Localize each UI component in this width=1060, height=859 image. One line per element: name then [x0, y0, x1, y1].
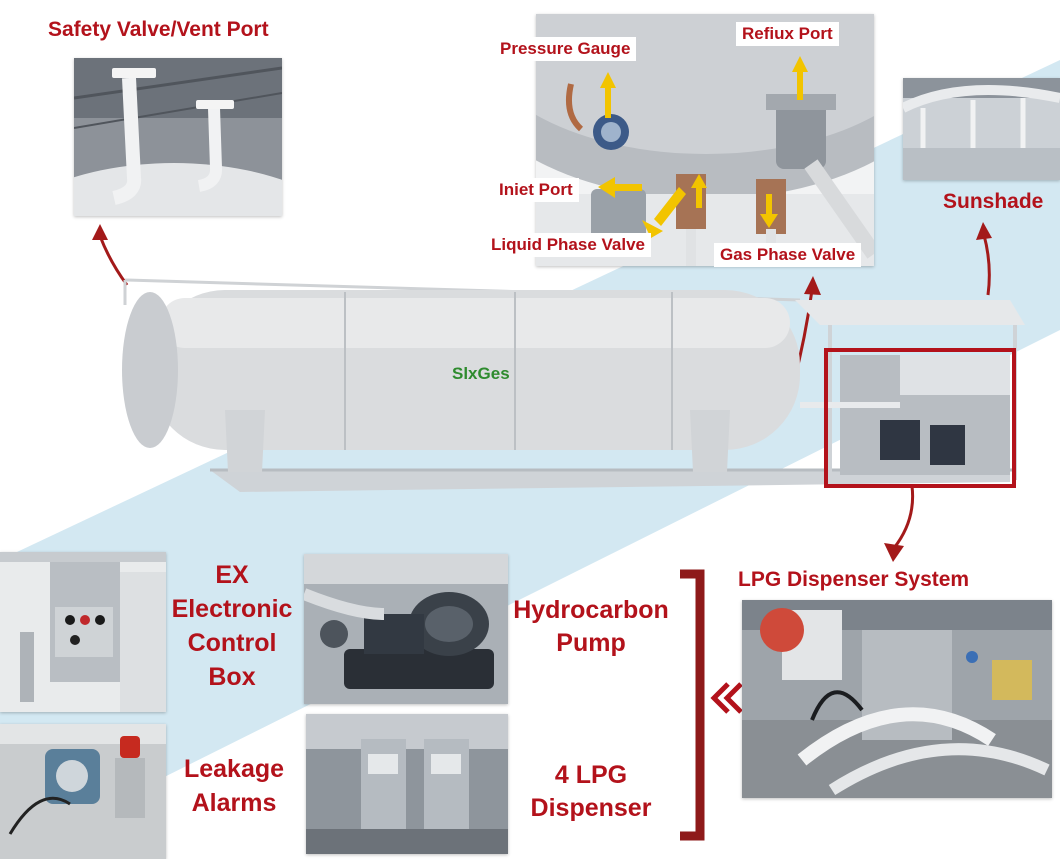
label-ex-box-line-2: Electronic [171, 595, 293, 623]
photo-ex-control-box [0, 552, 166, 712]
label-pressure-gauge: Pressure Gauge [494, 37, 637, 61]
photo-safety-valve [74, 58, 282, 216]
photo-leakage-alarms [0, 724, 166, 859]
photo-hydrocarbon-pump [304, 554, 508, 704]
label-leakage-alarms: Leakage Alarms [164, 752, 304, 820]
photo-lpg-dispenser-system [742, 600, 1052, 798]
label-ex-box-line-3: Control [187, 629, 277, 657]
label-liquid-phase-valve: Liquid Phase Valve [485, 233, 652, 257]
label-ex-box-line-4: Box [208, 663, 256, 691]
label-hydrocarbon-pump: Hydrocarbon Pump [506, 594, 676, 660]
label-lpg-dispenser-system: LPG Dispenser System [738, 568, 970, 591]
label-pump-line-2: Pump [556, 629, 626, 657]
label-reflux-port: Refiux Port [736, 22, 839, 46]
label-pump-line-1: Hydrocarbon [513, 596, 669, 624]
label-leakage-line-1: Leakage [183, 755, 285, 783]
label-gas-phase-valve: Gas Phase Valve [714, 243, 862, 267]
label-inlet-port: Iniet Port [493, 178, 579, 202]
label-ex-box: EX Electronic Control Box [162, 558, 302, 694]
photo-sunshade [903, 78, 1060, 180]
label-dispenser-line-2: Dispenser [530, 794, 652, 822]
label-dispenser-line-1: 4 LPG [554, 761, 628, 789]
label-lpg-dispenser: 4 LPG Dispenser [506, 759, 676, 825]
label-leakage-line-2: Alarms [191, 789, 277, 817]
photo-lpg-dispensers [306, 714, 508, 854]
tank-logo: SlxGes [452, 364, 510, 383]
label-sunshade: Sunshade [943, 190, 1044, 213]
label-ex-box-line-1: EX [215, 561, 249, 589]
label-safety-valve: Safety Valve/Vent Port [48, 18, 269, 41]
